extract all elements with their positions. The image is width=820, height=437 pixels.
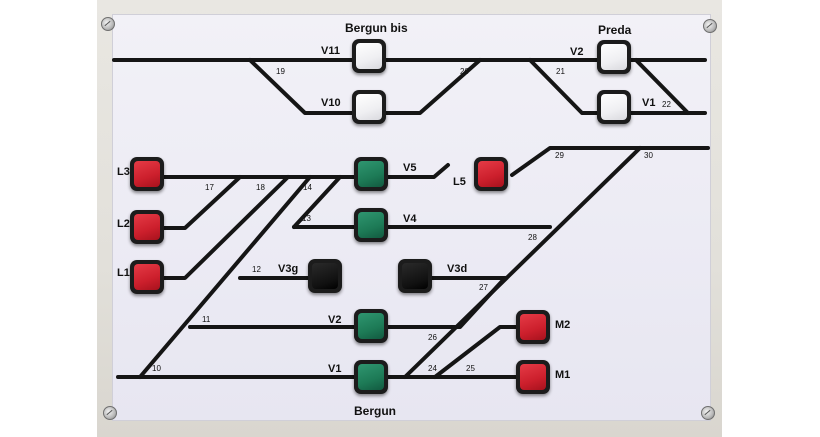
route-button-m2[interactable] <box>516 310 550 344</box>
switch-number: 10 <box>152 364 161 373</box>
route-button-v2-top[interactable] <box>597 40 631 74</box>
station-label-bergun-bis: Bergun bis <box>345 21 408 35</box>
button-label-l2: L2 <box>117 218 130 230</box>
track-v2 <box>188 276 507 329</box>
switch-number: 18 <box>256 183 265 192</box>
button-label-l1: L1 <box>117 267 130 279</box>
route-button-v2-bottom[interactable] <box>354 309 388 343</box>
switch-number: 19 <box>276 67 285 76</box>
station-label-bergun: Bergun <box>354 404 396 418</box>
switch-number: 27 <box>479 283 488 292</box>
route-button-l3[interactable] <box>130 157 164 191</box>
button-label-v5: V5 <box>403 162 417 174</box>
track-l5 <box>510 146 710 177</box>
button-label-v2-bottom: V2 <box>328 314 342 326</box>
button-label-v1-top: V1 <box>642 97 656 109</box>
button-label-m2: M2 <box>555 319 571 331</box>
switch-number: 11 <box>202 315 211 324</box>
screw-top-right-icon <box>703 19 717 33</box>
route-button-l5[interactable] <box>474 157 508 191</box>
switch-number: 24 <box>428 364 437 373</box>
button-label-v11: V11 <box>321 45 340 57</box>
switch-number: 30 <box>644 151 653 160</box>
route-button-m1[interactable] <box>516 360 550 394</box>
switch-number: 13 <box>302 214 311 223</box>
route-button-l1[interactable] <box>130 260 164 294</box>
switch-number: 14 <box>303 183 312 192</box>
control-board <box>112 14 711 421</box>
screw-bottom-left-icon <box>103 406 117 420</box>
screw-bottom-right-icon <box>701 406 715 420</box>
switch-number: 25 <box>466 364 475 373</box>
track-diagonal-left <box>138 175 312 379</box>
switch-number: 12 <box>252 265 261 274</box>
route-button-v1-bottom[interactable] <box>354 360 388 394</box>
track-top-crossover <box>634 58 690 115</box>
screw-top-left-icon <box>101 17 115 31</box>
button-label-l3: L3 <box>117 166 130 178</box>
switch-number: 21 <box>556 67 565 76</box>
switch-number: 22 <box>662 100 671 109</box>
switch-number: 20 <box>460 67 469 76</box>
route-button-v1-top[interactable] <box>597 90 631 124</box>
route-button-l2[interactable] <box>130 210 164 244</box>
button-label-l5: L5 <box>453 176 466 188</box>
switch-number: 17 <box>205 183 214 192</box>
route-button-v3d[interactable] <box>398 259 432 293</box>
button-label-v3d: V3d <box>447 263 468 275</box>
route-button-v10[interactable] <box>352 90 386 124</box>
track-diagonal-right <box>403 146 642 379</box>
button-label-m1: M1 <box>555 369 571 381</box>
button-label-v3g: V3g <box>278 263 299 275</box>
switch-number: 28 <box>528 233 537 242</box>
switch-number: 26 <box>428 333 437 342</box>
station-label-preda: Preda <box>598 23 632 37</box>
route-button-v3g[interactable] <box>308 259 342 293</box>
track-v5 <box>308 163 450 179</box>
route-button-v11[interactable] <box>352 39 386 73</box>
route-button-v4[interactable] <box>354 208 388 242</box>
button-label-v2-top: V2 <box>570 46 584 58</box>
button-label-v4: V4 <box>403 213 417 225</box>
button-label-v1-bottom: V1 <box>328 363 342 375</box>
track-top-right-siding <box>528 58 707 115</box>
route-button-v5[interactable] <box>354 157 388 191</box>
track-v4-branch <box>292 175 342 229</box>
button-label-v10: V10 <box>321 97 341 109</box>
switch-number: 29 <box>555 151 564 160</box>
